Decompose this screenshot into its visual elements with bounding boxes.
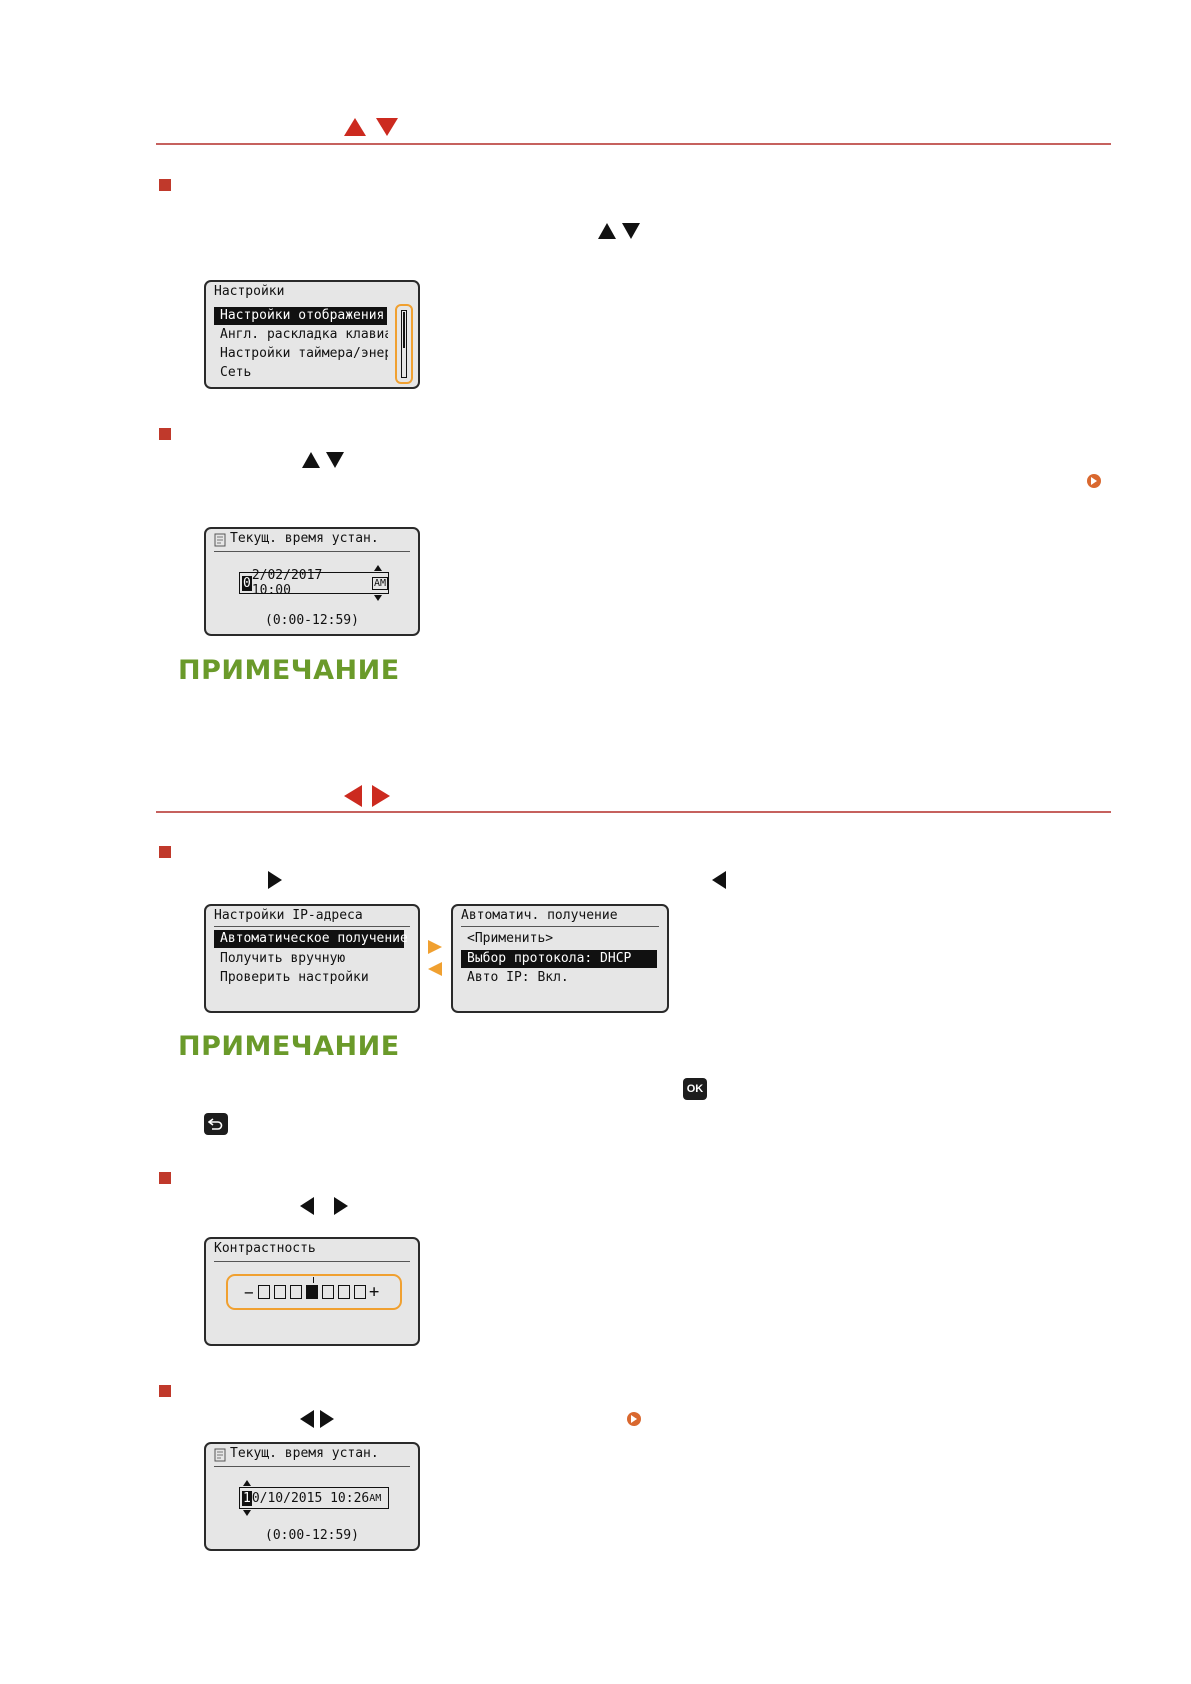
menu-item[interactable]: <Применить> (467, 931, 554, 946)
cursor-digit[interactable]: 0 (242, 575, 252, 591)
arrow-forward-orange-icon (428, 940, 442, 954)
scrollbar-track[interactable] (401, 310, 407, 378)
link-arrow-icon[interactable] (627, 1412, 641, 1426)
title-underline (214, 1261, 410, 1262)
contrast-cell (354, 1285, 366, 1299)
time-value: 2/02/2017 10:00 (251, 568, 323, 598)
lcd-contrast-screen: Контрастность − + (204, 1237, 420, 1346)
triangle-right-icon (334, 1197, 348, 1215)
spin-down-icon[interactable] (243, 1510, 251, 1516)
time-value: 0/10/2015 10:26 (251, 1490, 370, 1506)
menu-item[interactable]: Сеть (220, 365, 252, 380)
contrast-cell (290, 1285, 302, 1299)
triangle-left-icon (300, 1197, 314, 1215)
lcd-settings-screen: Настройки Настройки отображения Англ. ра… (204, 280, 420, 389)
triangle-left-red-icon (344, 785, 362, 807)
contrast-slider-highlight (226, 1274, 402, 1310)
lcd-title: Текущ. время устан. (230, 531, 379, 546)
contrast-cell (338, 1285, 350, 1299)
document-icon (214, 533, 226, 547)
menu-item[interactable]: Англ. раскладка клавиату (220, 327, 388, 342)
bullet-5 (159, 1385, 171, 1397)
bullet-2 (159, 428, 171, 440)
title-underline (214, 926, 410, 927)
triangle-down-icon (622, 223, 640, 239)
lcd-title: Контрастность (214, 1241, 316, 1256)
section2-heading-arrows (344, 785, 390, 807)
contrast-plus[interactable]: + (369, 1282, 380, 1302)
spin-down-icon[interactable] (374, 595, 382, 601)
lcd-title: Автоматич. получение (461, 908, 618, 923)
triangle-up-icon (302, 452, 320, 468)
menu-item[interactable]: Настройки отображения (220, 308, 385, 323)
contrast-cell-active (306, 1285, 318, 1299)
scrollbar-highlight (395, 304, 413, 384)
document-icon (214, 1448, 226, 1462)
contrast-slider[interactable] (258, 1285, 366, 1299)
ok-key-icon: OK (683, 1078, 707, 1100)
spin-up-icon[interactable] (243, 1480, 251, 1486)
contrast-cell (322, 1285, 334, 1299)
updown-keys-2 (302, 452, 344, 468)
menu-item[interactable]: Получить вручную (220, 951, 346, 966)
updown-keys-1 (598, 223, 640, 239)
link-arrow-icon[interactable] (1087, 474, 1101, 488)
ampm-box[interactable]: AM (371, 576, 388, 590)
leftright-keys-1 (300, 1197, 348, 1215)
contrast-cell (258, 1285, 270, 1299)
triangle-left-icon (300, 1410, 314, 1428)
section2-rule (156, 811, 1111, 813)
menu-item[interactable]: Настройки таймера/энерго (220, 346, 388, 361)
arrow-back-orange-icon (428, 962, 442, 976)
title-underline (214, 1466, 410, 1467)
time-range: (0:00-12:59) (265, 613, 359, 628)
triangle-up-icon (598, 223, 616, 239)
cursor-digit[interactable]: 1 (242, 1490, 252, 1506)
lcd-title: Текущ. время устан. (230, 1446, 379, 1461)
section1-heading-arrows (344, 118, 398, 136)
leftright-keys-2 (300, 1410, 334, 1428)
lcd-title: Настройки (214, 284, 285, 299)
triangle-up-red-icon (344, 118, 366, 136)
menu-item[interactable]: Проверить настройки (220, 970, 369, 985)
center-tick (313, 1277, 314, 1283)
note-title-1: ПРИМЕЧАНИЕ (178, 655, 400, 686)
menu-item[interactable]: Автоматическое получение (214, 930, 408, 948)
lcd-title: Настройки IP-адреса (214, 908, 363, 923)
triangle-right-icon (268, 871, 282, 889)
triangle-down-icon (326, 452, 344, 468)
triangle-right-red-icon (372, 785, 390, 807)
section1-rule (156, 143, 1111, 145)
contrast-cell (274, 1285, 286, 1299)
ampm-label: AM (369, 1492, 382, 1504)
back-key-icon (204, 1113, 228, 1135)
triangle-right-icon (320, 1410, 334, 1428)
lcd-auto-screen: Автоматич. получение <Применить> Выбор п… (451, 904, 669, 1013)
triangle-down-red-icon (376, 118, 398, 136)
lcd-ip-screen: Настройки IP-адреса Автоматическое получ… (204, 904, 420, 1013)
spin-up-icon[interactable] (374, 565, 382, 571)
title-underline (214, 551, 410, 552)
title-underline (461, 926, 659, 927)
contrast-minus[interactable]: − (244, 1283, 254, 1302)
bullet-4 (159, 1172, 171, 1184)
note-title-2: ПРИМЕЧАНИЕ (178, 1031, 400, 1062)
scrollbar-thumb[interactable] (403, 312, 405, 348)
menu-item[interactable]: Авто IP: Вкл. (467, 970, 569, 985)
bullet-3 (159, 846, 171, 858)
triangle-left-icon (712, 871, 726, 889)
menu-item[interactable]: Выбор протокола: DHCP (461, 950, 657, 968)
time-range: (0:00-12:59) (265, 1528, 359, 1543)
bullet-1 (159, 179, 171, 191)
selection-bar (214, 307, 387, 325)
